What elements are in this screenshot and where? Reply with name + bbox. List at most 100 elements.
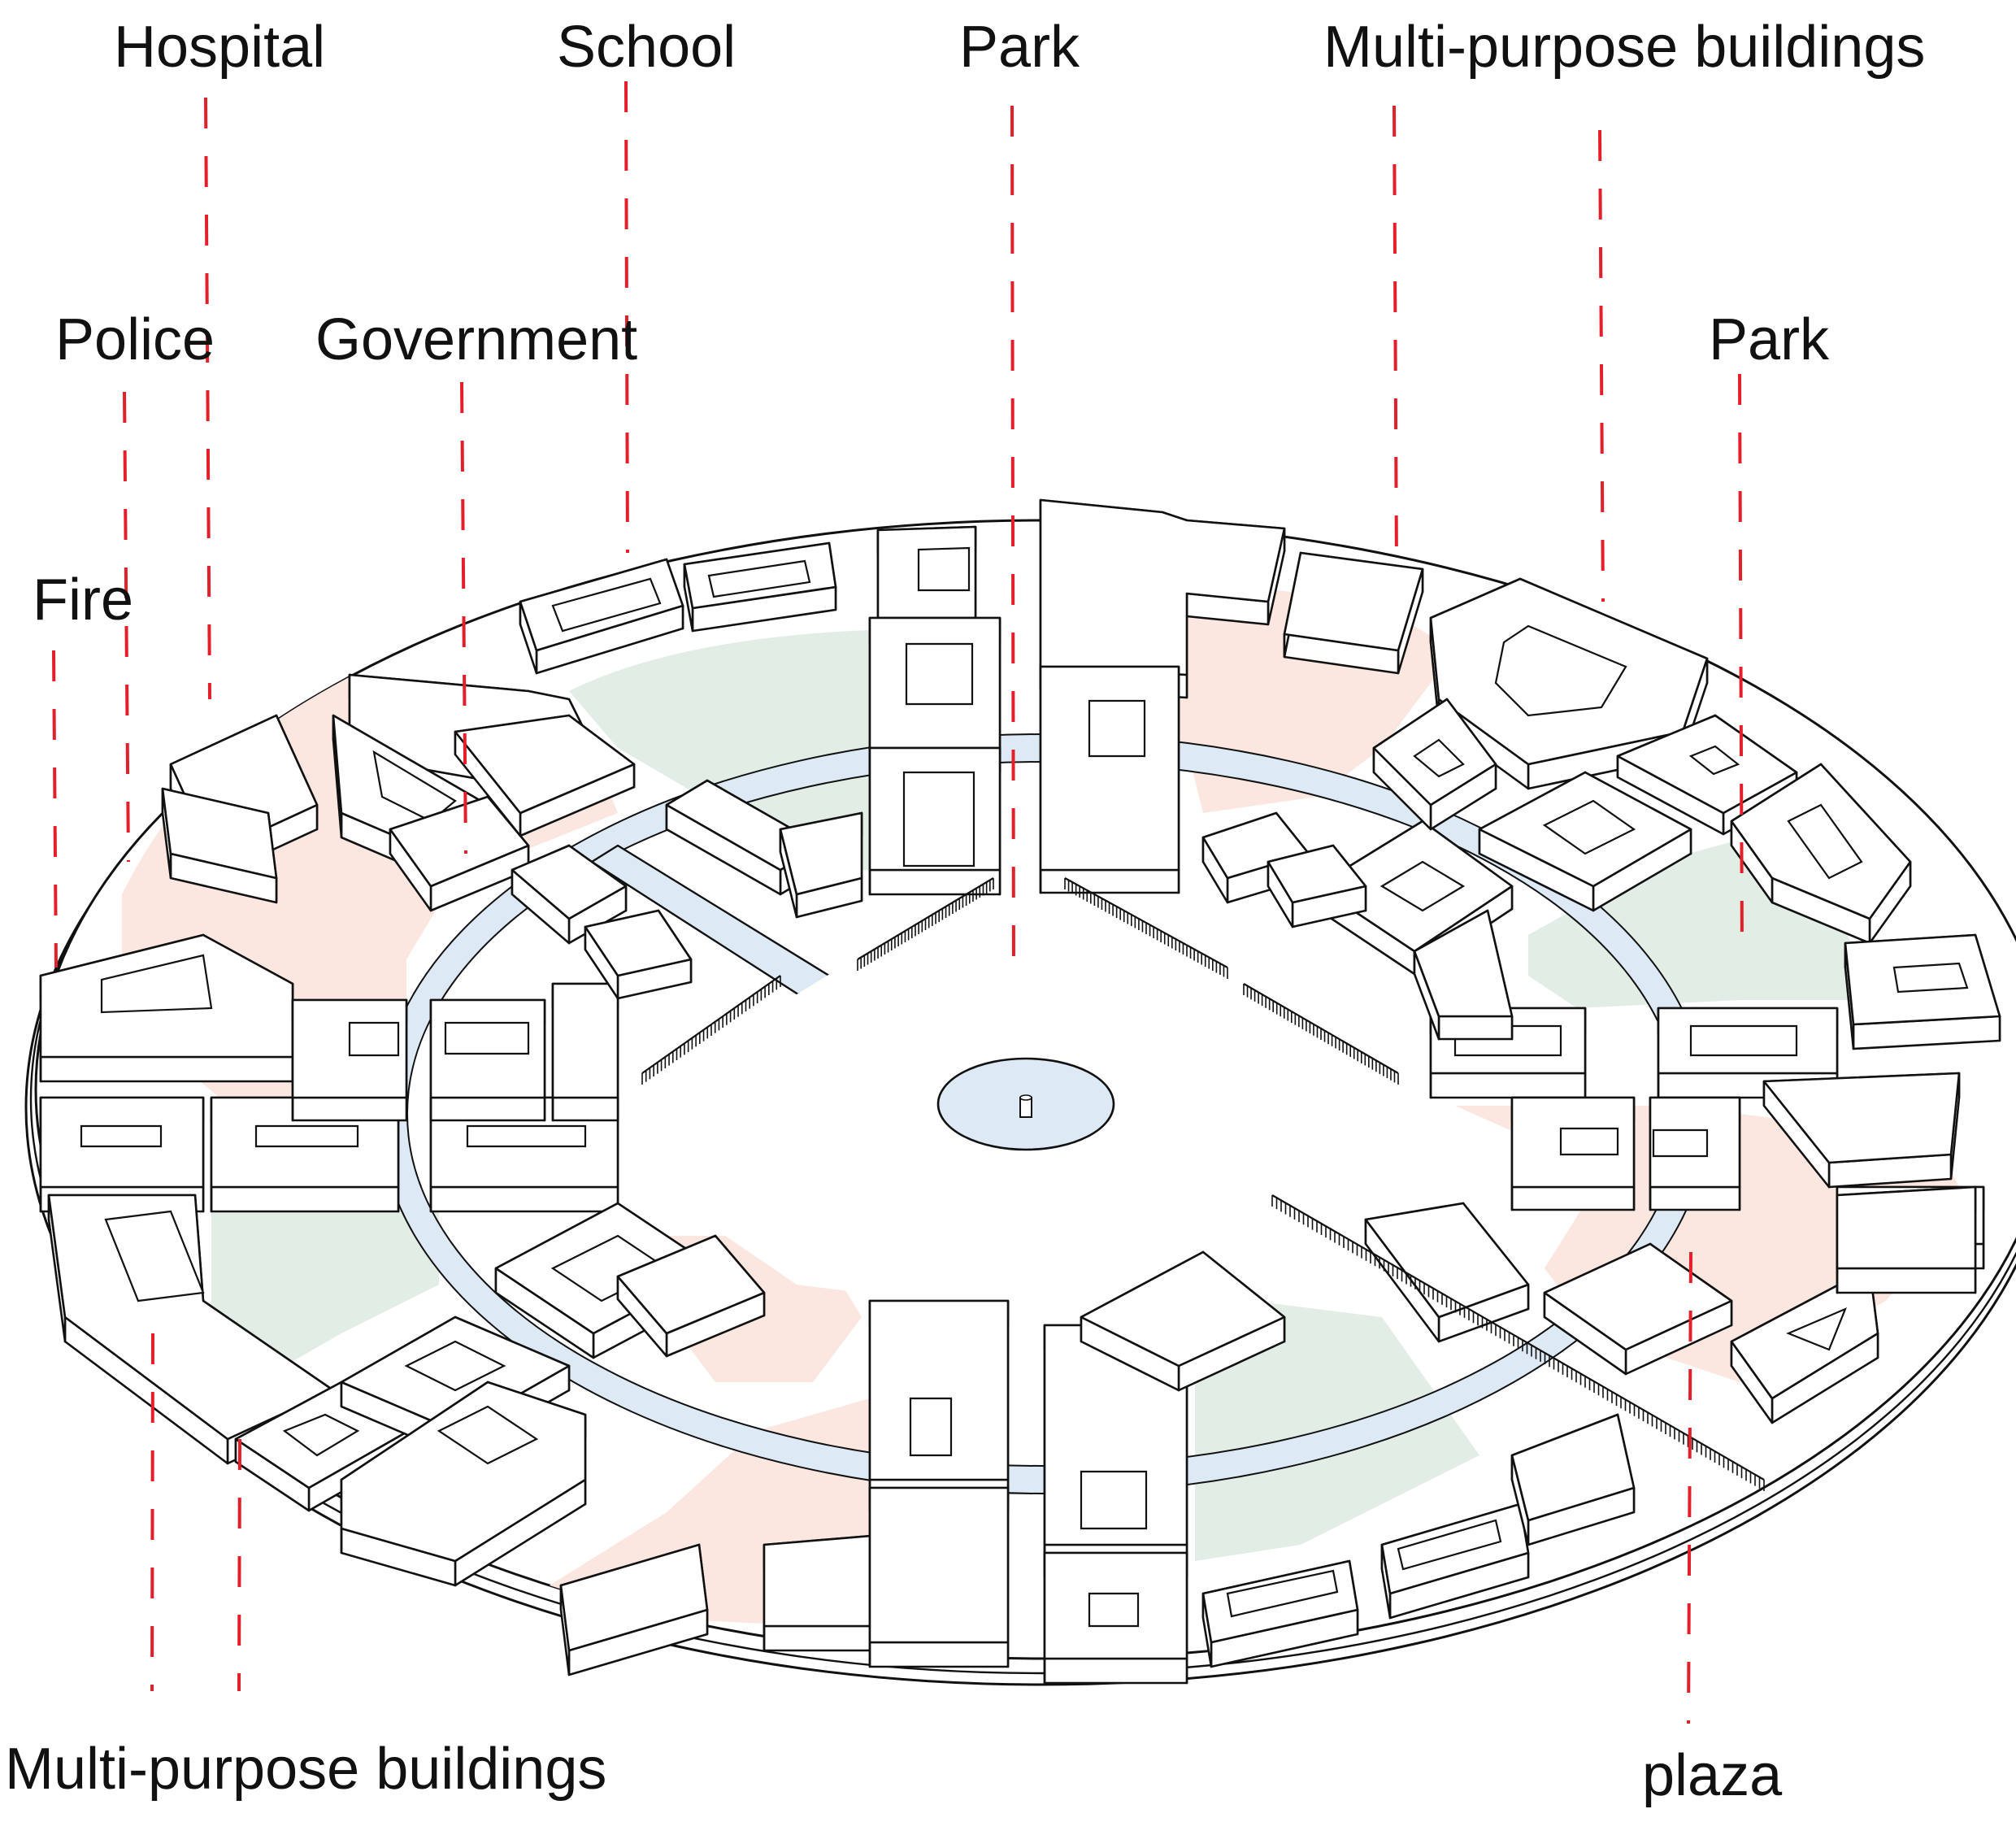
central-plaza bbox=[642, 951, 1439, 1317]
building-block-courtyard bbox=[282, 1413, 360, 1457]
label-park-top: Park bbox=[959, 15, 1080, 80]
building-block bbox=[1657, 1007, 1839, 1099]
building-block-courtyard bbox=[1413, 738, 1465, 778]
building-block-courtyard bbox=[1787, 803, 1863, 880]
building-block-roof bbox=[389, 795, 530, 888]
building-block bbox=[519, 558, 684, 675]
building-block bbox=[779, 811, 863, 919]
building-block-face bbox=[1039, 868, 1180, 894]
building-block-courtyard bbox=[104, 1210, 205, 1302]
building-block-roof bbox=[1762, 1072, 1961, 1164]
building-block-face bbox=[868, 1641, 1010, 1668]
building-block bbox=[1730, 1267, 1879, 1424]
building-block bbox=[389, 795, 530, 912]
building-block-courtyard bbox=[1379, 860, 1466, 912]
building-block-face bbox=[1043, 1657, 1188, 1685]
building-block-courtyard bbox=[551, 577, 662, 633]
building-block-courtyard bbox=[1652, 1128, 1709, 1158]
building-block bbox=[1201, 1559, 1359, 1668]
building-block bbox=[1380, 1502, 1530, 1620]
building-block bbox=[1510, 1096, 1636, 1211]
building-block-roof bbox=[1267, 844, 1367, 904]
building-block-courtyard bbox=[1559, 1127, 1619, 1156]
building-block-courtyard bbox=[437, 1405, 539, 1465]
leader-plaza bbox=[1687, 1251, 1692, 1724]
building-block bbox=[559, 1543, 709, 1676]
colonnade-north-west bbox=[857, 877, 994, 971]
building-block-roof bbox=[1510, 1413, 1636, 1522]
building-block bbox=[291, 998, 408, 1122]
building-block-face bbox=[551, 1096, 619, 1122]
building-block-courtyard bbox=[1088, 1592, 1140, 1628]
building-block bbox=[868, 746, 1001, 896]
building-block-face bbox=[1429, 1072, 1587, 1099]
label-multi-top: Multi-purpose buildings bbox=[1323, 15, 1925, 80]
building-block-courtyard bbox=[1786, 1307, 1848, 1351]
building-block bbox=[1478, 771, 1692, 912]
leader-park-top bbox=[1010, 105, 1015, 976]
leader-multi-bottom-1 bbox=[150, 1333, 154, 1692]
building-block-courtyard bbox=[1080, 1470, 1148, 1530]
building-block bbox=[876, 525, 977, 644]
park-zone-south-west bbox=[211, 1203, 439, 1366]
building-block-roof bbox=[868, 1299, 1010, 1481]
building-block bbox=[616, 1234, 766, 1358]
leader-government bbox=[460, 381, 467, 854]
building-block bbox=[1730, 763, 1912, 945]
label-multi-bottom: Multi-purpose buildings bbox=[5, 1737, 606, 1802]
building-block bbox=[454, 714, 636, 837]
label-police: Police bbox=[55, 307, 215, 372]
fountain-post-top bbox=[1019, 1094, 1032, 1101]
building-block-courtyard bbox=[1397, 1519, 1502, 1571]
building-block-roof bbox=[340, 1381, 587, 1563]
label-school: School bbox=[557, 15, 736, 80]
building-block-courtyard bbox=[1689, 1024, 1798, 1057]
building-block bbox=[868, 1486, 1010, 1668]
building-block-roof bbox=[1364, 1202, 1530, 1319]
colonnade-south-east bbox=[1271, 1194, 1765, 1491]
building-block bbox=[1283, 551, 1424, 675]
building-block-roof bbox=[551, 982, 619, 1099]
colonnade-west bbox=[641, 975, 781, 1085]
building-block-face bbox=[291, 1096, 408, 1122]
building-block-courtyard bbox=[466, 1124, 587, 1148]
building-block bbox=[1836, 1185, 1977, 1294]
building-block bbox=[39, 933, 294, 1083]
building-block bbox=[1039, 665, 1180, 894]
leader-park-right bbox=[1738, 373, 1744, 948]
park-zone-north bbox=[569, 630, 870, 870]
building-block-courtyard bbox=[444, 1021, 530, 1055]
building-block-courtyard bbox=[1494, 624, 1627, 717]
building-block-face bbox=[1649, 1185, 1741, 1211]
building-block bbox=[1372, 698, 1497, 831]
building-block-roof bbox=[559, 1543, 709, 1652]
building-block-face bbox=[429, 1096, 546, 1122]
leader-police bbox=[123, 391, 130, 863]
building-block bbox=[340, 1381, 587, 1587]
building-block-roof bbox=[1283, 551, 1424, 652]
colonnades bbox=[641, 877, 1765, 1491]
leader-hospital bbox=[204, 97, 211, 700]
label-park-right: Park bbox=[1709, 307, 1830, 372]
label-government: Government bbox=[315, 307, 637, 372]
building-block bbox=[1267, 844, 1367, 928]
building-block-courtyard bbox=[1088, 699, 1146, 758]
building-block-courtyard bbox=[707, 559, 811, 598]
building-block-courtyard bbox=[348, 1021, 400, 1057]
building-block-roof bbox=[584, 909, 693, 977]
labels: Hospital School Park Multi-purpose build… bbox=[5, 15, 1925, 1808]
colonnade-north-east bbox=[1064, 877, 1228, 979]
building-block-courtyard bbox=[917, 546, 971, 592]
building-block-courtyard bbox=[404, 1340, 506, 1392]
building-block-face bbox=[210, 1185, 400, 1213]
building-block-courtyard bbox=[100, 954, 213, 1014]
building-block bbox=[1080, 1250, 1286, 1392]
building-block-roof bbox=[616, 1234, 766, 1335]
building-block bbox=[1844, 933, 2001, 1050]
building-block-roof bbox=[1413, 909, 1514, 1018]
building-block-face bbox=[1836, 1267, 1977, 1294]
building-block-roof bbox=[1039, 665, 1180, 872]
building-block-courtyard bbox=[1892, 962, 1969, 994]
building-block-roof bbox=[511, 844, 628, 920]
